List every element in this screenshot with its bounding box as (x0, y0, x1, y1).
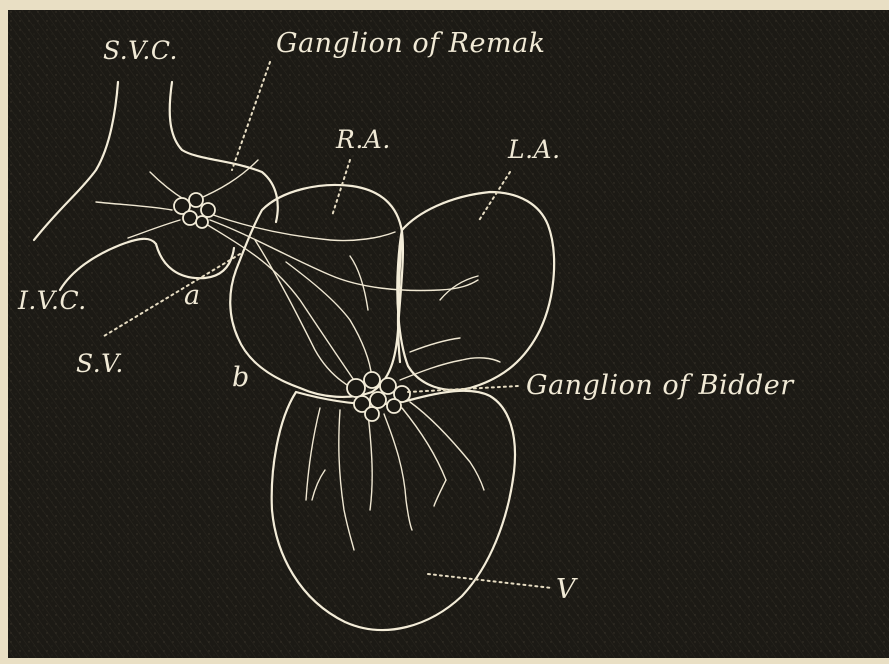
label-sinus-venosus: S.V. (76, 349, 124, 378)
label-ganglion-of-bidder: Ganglion of Bidder (526, 370, 795, 401)
label-ventricle: V (556, 574, 578, 605)
engraving-texture (8, 10, 889, 658)
label-svc: S.V.C. (103, 36, 178, 65)
label-ivc: I.V.C. (17, 286, 87, 315)
label-ganglion-of-remak: Ganglion of Remak (276, 28, 546, 59)
label-b: b (232, 362, 250, 393)
label-a: a (184, 280, 201, 311)
label-left-atrium: L.A. (507, 135, 561, 164)
label-right-atrium: R.A. (335, 125, 391, 154)
